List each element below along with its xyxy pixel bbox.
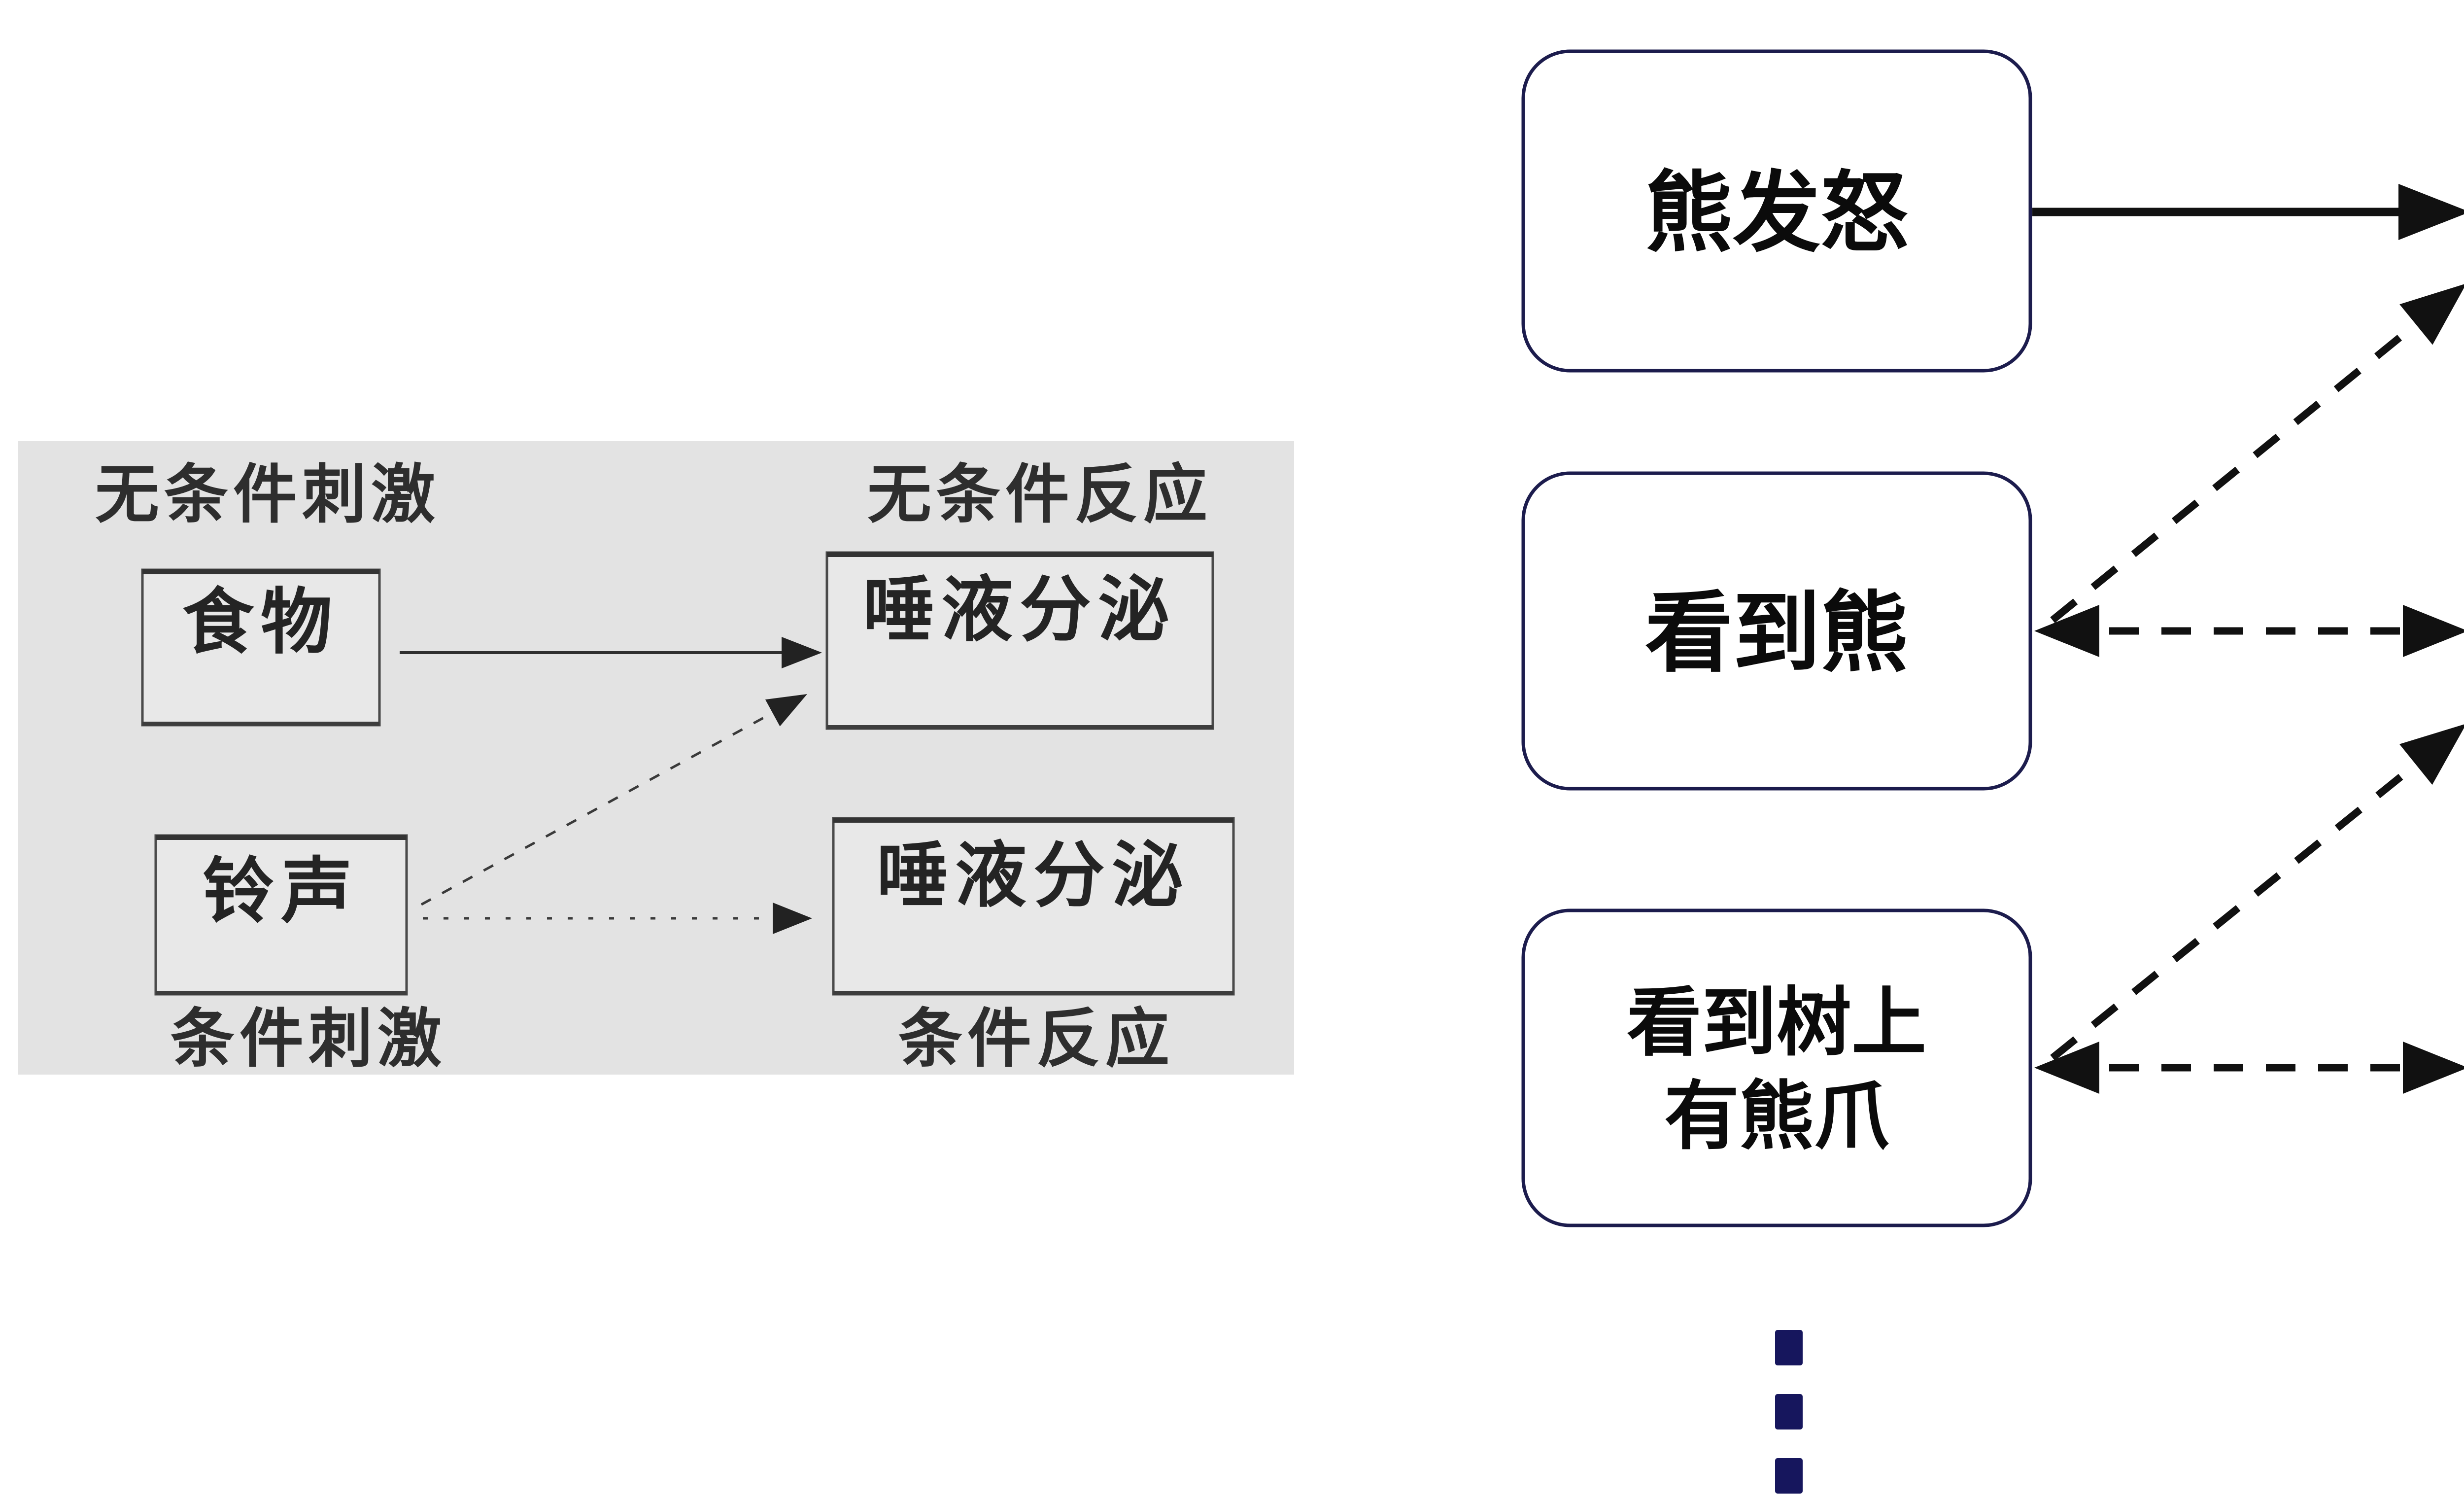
food-to-saliva-arrow: [400, 637, 822, 668]
saliva-bottom-box: 唾液分泌: [832, 817, 1235, 996]
food-box-label: 食物: [182, 582, 339, 662]
td-learning-diagram: 熊发怒 看到熊 看到树上 有熊爪 奖励 V(s′) V(s): [1521, 49, 2464, 1494]
left-ellipsis-dot-1: [1775, 1330, 1803, 1365]
state-box-see-bear-label: 看到熊: [1645, 584, 1908, 682]
bear-to-reward-arrow: [2032, 184, 2464, 240]
see-claw-to-vs-arrowhead-icon: [2403, 1042, 2464, 1094]
bell-to-saliva-bottom-dotted-arrow: [423, 903, 812, 934]
conditioned-stimulus-label: 条件刺激: [171, 1003, 446, 1075]
bell-box-rect: [154, 834, 408, 996]
see-bear-to-reward-arrowhead-icon: [2399, 283, 2464, 345]
saliva-top-box: 唾液分泌: [825, 551, 1214, 730]
state-box-see-claw: [1521, 908, 2032, 1227]
food-to-saliva-arrowhead-icon: [782, 637, 822, 668]
see-claw-dashed-connectors: [2034, 724, 2464, 1094]
left-ellipsis-dot-3: [1775, 1458, 1803, 1494]
state-box-see-claw-label-line2: 有熊爪: [1664, 1075, 1889, 1158]
bell-to-saliva-top-arrowhead-icon: [765, 694, 807, 727]
state-box-see-claw-label-line1: 看到树上: [1627, 981, 1926, 1065]
state-box-see-bear: [1521, 471, 2032, 791]
food-box-rect: [141, 568, 381, 727]
saliva-bottom-box-label: 唾液分泌: [877, 836, 1190, 915]
see-claw-left-arrowhead-icon: [2034, 1042, 2099, 1094]
bell-to-saliva-top-dashed-arrow: [420, 694, 807, 906]
see-claw-to-vsprime-dashed-line: [2050, 763, 2417, 1061]
bell-to-saliva-top-dashed-line: [420, 714, 769, 906]
bear-to-reward-arrowhead-icon: [2398, 184, 2464, 240]
state-box-bear-angry-label: 熊发怒: [1645, 164, 1908, 262]
classical-conditioning-panel: 无条件刺激 无条件反应 条件刺激 条件反应 食物 唾液分泌 铃声: [18, 441, 1294, 1075]
left-ellipsis-dot-2: [1775, 1394, 1803, 1429]
see-claw-to-vsprime-arrowhead-icon: [2399, 724, 2464, 785]
left-column-ellipsis-icon: [1775, 1330, 1803, 1494]
food-box: 食物: [141, 568, 381, 727]
bell-box: 铃声: [154, 834, 408, 996]
state-box-bear-angry: [1521, 49, 2032, 373]
see-bear-dashed-connectors: [2034, 283, 2464, 657]
conditioned-response-label: 条件反应: [898, 1003, 1174, 1075]
see-bear-to-vsprime-arrowhead-icon: [2403, 605, 2464, 657]
unconditioned-response-label: 无条件反应: [867, 458, 1212, 530]
saliva-top-box-label: 唾液分泌: [863, 570, 1176, 650]
see-bear-to-reward-dashed-line: [2050, 322, 2417, 623]
see-bear-left-arrowhead-icon: [2034, 605, 2099, 657]
bell-box-label: 铃声: [203, 851, 359, 931]
unconditioned-stimulus-label: 无条件刺激: [95, 458, 440, 530]
bell-to-saliva-bottom-arrowhead-icon: [773, 903, 812, 934]
